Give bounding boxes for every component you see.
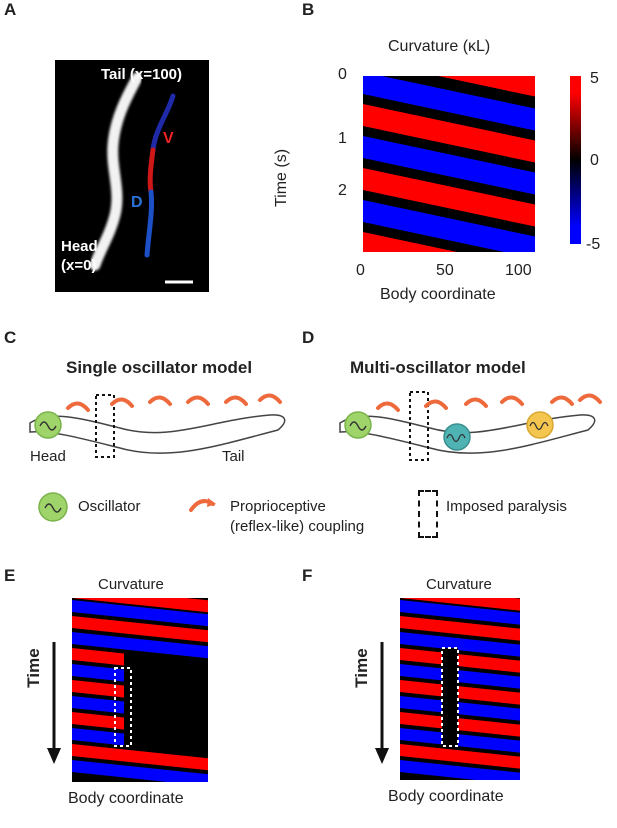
dorsal-label: D bbox=[131, 194, 143, 211]
ytick-1: 1 bbox=[338, 130, 347, 147]
body-coordinate-e: Body coordinate bbox=[68, 790, 184, 807]
kymograph-f bbox=[400, 598, 520, 780]
panel-label-a: A bbox=[4, 0, 17, 19]
kymograph-xlabel: Body coordinate bbox=[380, 286, 496, 303]
panel-label-c: C bbox=[4, 328, 17, 347]
legend-oscillator: Oscillator bbox=[78, 498, 141, 515]
ytick-0: 0 bbox=[338, 66, 347, 83]
xtick-0: 0 bbox=[356, 262, 365, 279]
worm-illustration bbox=[89, 72, 193, 284]
head-label-c: Head bbox=[30, 448, 66, 465]
panel-label-d: D bbox=[302, 328, 315, 347]
time-label-e: Time bbox=[24, 648, 43, 688]
time-arrow-f bbox=[375, 642, 389, 764]
panel-label-b: B bbox=[302, 0, 315, 19]
legend-paralysis: Imposed paralysis bbox=[446, 498, 567, 515]
colorbar-tick-5: 5 bbox=[590, 70, 599, 87]
kymograph-ylabel: Time (s) bbox=[273, 148, 290, 208]
colorbar-tick-0: 0 bbox=[590, 152, 599, 169]
legend-coupling-line2: (reflex-like) coupling bbox=[230, 518, 365, 535]
head-label: Head bbox=[61, 238, 98, 255]
multi-oscillator-title: Multi-oscillator model bbox=[350, 358, 526, 377]
xtick-50: 50 bbox=[436, 262, 454, 279]
kymograph-svg bbox=[363, 76, 535, 252]
curvature-title-e: Curvature bbox=[98, 576, 164, 593]
single-oscillator-diagram bbox=[29, 393, 286, 458]
head-coord-label: (x=0) bbox=[61, 257, 97, 274]
tail-label-c: Tail bbox=[222, 448, 245, 465]
legend-coupling-line1: Proprioceptive bbox=[230, 498, 326, 515]
body-coordinate-f: Body coordinate bbox=[388, 788, 504, 805]
panel-label-f: F bbox=[302, 566, 313, 585]
paralysis-icon bbox=[418, 490, 438, 538]
kymograph-heatmap bbox=[363, 76, 535, 252]
time-label-f: Time bbox=[352, 648, 371, 688]
multi-oscillator-diagram bbox=[339, 391, 602, 461]
ytick-2: 2 bbox=[338, 182, 347, 199]
ventral-label: V bbox=[163, 130, 174, 147]
kymograph-e bbox=[72, 598, 208, 782]
xtick-100: 100 bbox=[505, 262, 532, 279]
curvature-title-f: Curvature bbox=[426, 576, 492, 593]
coupling-arrow-icon bbox=[189, 498, 216, 512]
kymograph-f-svg bbox=[400, 598, 520, 780]
single-oscillator-title: Single oscillator model bbox=[66, 358, 253, 377]
worm-image: Tail (x=100) V D Head (x=0) bbox=[55, 60, 209, 292]
panel-label-e: E bbox=[4, 566, 16, 585]
kymograph-title: Curvature (κL) bbox=[388, 38, 491, 55]
tail-label: Tail (x=100) bbox=[101, 66, 183, 83]
kymograph-e-svg bbox=[72, 598, 208, 782]
oscillator-icon bbox=[38, 492, 68, 522]
colorbar-tick-neg5: -5 bbox=[586, 236, 601, 253]
colorbar bbox=[570, 76, 581, 244]
time-arrow-e bbox=[47, 642, 61, 764]
